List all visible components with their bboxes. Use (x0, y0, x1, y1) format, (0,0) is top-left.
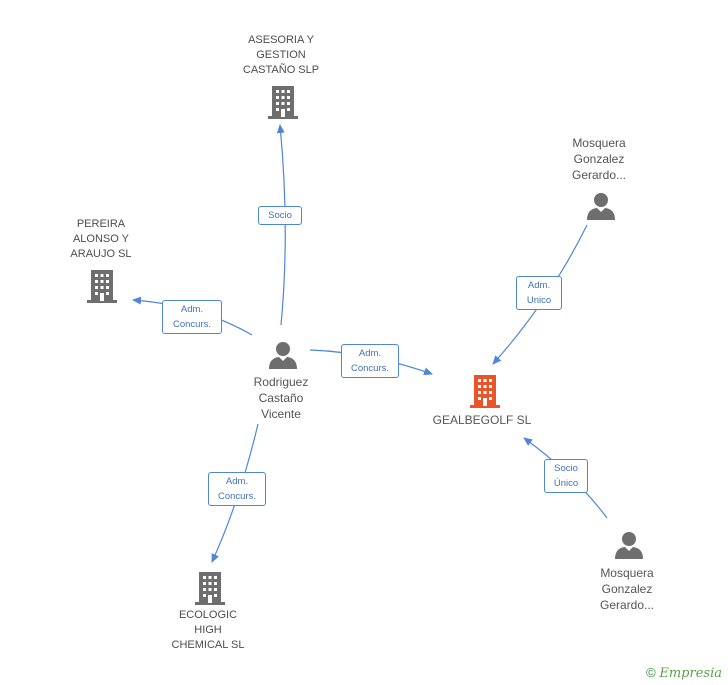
edge-label-adm-unico: Adm. Unico (516, 276, 562, 310)
edge-label-adm-concurs-gealbegolf: Adm. Concurs. (341, 344, 399, 378)
edge-rodriguez-asesoria (276, 124, 286, 326)
person-icon[interactable] (585, 191, 617, 221)
node-label-pereira: PEREIRA ALONSO Y ARAUJO SL (70, 218, 132, 260)
person-icon[interactable] (613, 530, 645, 560)
node-label-asesoria: ASESORIA Y GESTION CASTAÑO SLP (242, 34, 320, 76)
edge-label-adm-concurs-pereira: Adm. Concurs. (162, 300, 222, 334)
person-icon[interactable] (267, 340, 299, 370)
edge-label-adm-concurs-ecologic: Adm. Concurs. (208, 472, 266, 506)
node-label-gealbegolf: GEALBEGOLF SL (432, 413, 532, 427)
node-label-ecologic: ECOLOGIC HIGH CHEMICAL SL (171, 609, 245, 651)
building-icon-focus[interactable] (469, 373, 501, 409)
node-label-mosquera-bottom: Mosquera Gonzalez Gerardo... (599, 566, 655, 612)
brand-logo[interactable]: Empresia (659, 666, 722, 681)
building-icon[interactable] (267, 84, 299, 120)
copyright-footer: © Empresia (646, 665, 722, 681)
node-label-mosquera-top: Mosquera Gonzalez Gerardo... (571, 136, 627, 182)
edge-label-socio: Socio (258, 206, 302, 225)
building-icon[interactable] (86, 268, 118, 304)
edge-label-socio-unico: Socio Único (544, 459, 588, 493)
building-icon[interactable] (194, 570, 226, 606)
copyright-symbol: © (646, 665, 656, 680)
node-label-rodriguez: Rodriguez Castaño Vicente (253, 375, 309, 421)
